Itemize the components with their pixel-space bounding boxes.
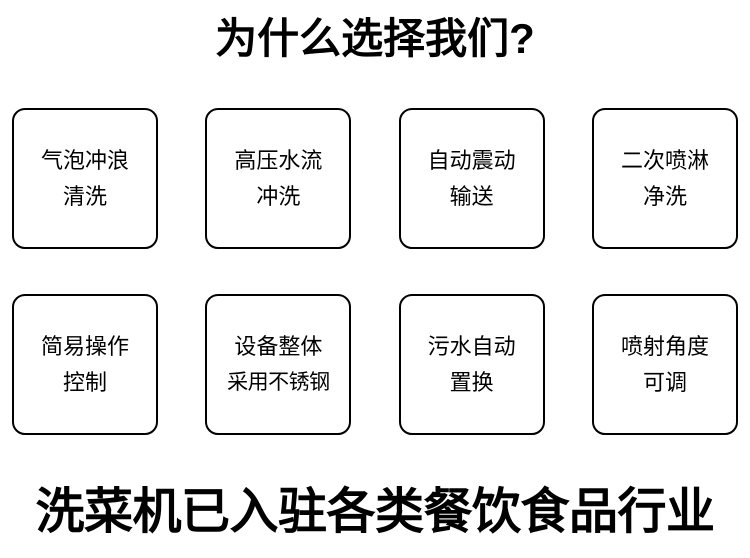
feature-card-simple-operation-control: 简易操作 控制	[12, 294, 158, 435]
feature-card-line-2: 可调	[642, 369, 687, 395]
feature-card-high-pressure-rinse: 高压水流 冲洗	[205, 108, 352, 249]
feature-card-line-2: 净洗	[642, 183, 687, 209]
feature-row-1: 气泡冲浪 清洗 高压水流 冲洗 自动震动 输送 二次喷淋 净洗	[12, 108, 738, 249]
feature-card-line-1: 喷射角度	[620, 333, 709, 359]
feature-card-bubble-surf-wash: 气泡冲浪 清洗	[12, 108, 158, 249]
feature-card-line-2: 冲洗	[256, 183, 301, 209]
feature-grid: 气泡冲浪 清洗 高压水流 冲洗 自动震动 输送 二次喷淋 净洗 简易操作 控制	[12, 108, 738, 435]
feature-row-2: 简易操作 控制 设备整体 采用不锈钢 污水自动 置换 喷射角度 可调	[12, 294, 738, 435]
feature-card-line-1: 污水自动	[427, 333, 516, 359]
feature-card-line-2: 输送	[449, 183, 494, 209]
feature-card-line-2: 控制	[62, 369, 107, 395]
feature-card-secondary-spray-rinse: 二次喷淋 净洗	[591, 108, 738, 249]
feature-card-line-1: 高压水流	[234, 147, 323, 173]
feature-card-line-2: 置换	[449, 369, 494, 395]
feature-card-stainless-steel-body: 设备整体 采用不锈钢	[205, 294, 352, 435]
page-title: 为什么选择我们?	[215, 15, 535, 62]
feature-card-line-2: 清洗	[62, 183, 107, 209]
feature-card-line-1: 设备整体	[234, 333, 323, 359]
feature-card-line-2: 采用不锈钢	[227, 370, 330, 394]
feature-card-line-1: 简易操作	[40, 333, 129, 359]
feature-card-auto-wastewater-exchange: 污水自动 置换	[398, 294, 545, 435]
feature-card-auto-vibration-conveying: 自动震动 输送	[398, 108, 545, 249]
feature-card-line-1: 气泡冲浪	[40, 147, 129, 173]
feature-card-line-1: 自动震动	[427, 147, 516, 173]
feature-card-adjustable-spray-angle: 喷射角度 可调	[591, 294, 738, 435]
footer-tagline: 洗菜机已入驻各类餐饮食品行业	[35, 485, 715, 539]
feature-card-line-1: 二次喷淋	[620, 147, 709, 173]
